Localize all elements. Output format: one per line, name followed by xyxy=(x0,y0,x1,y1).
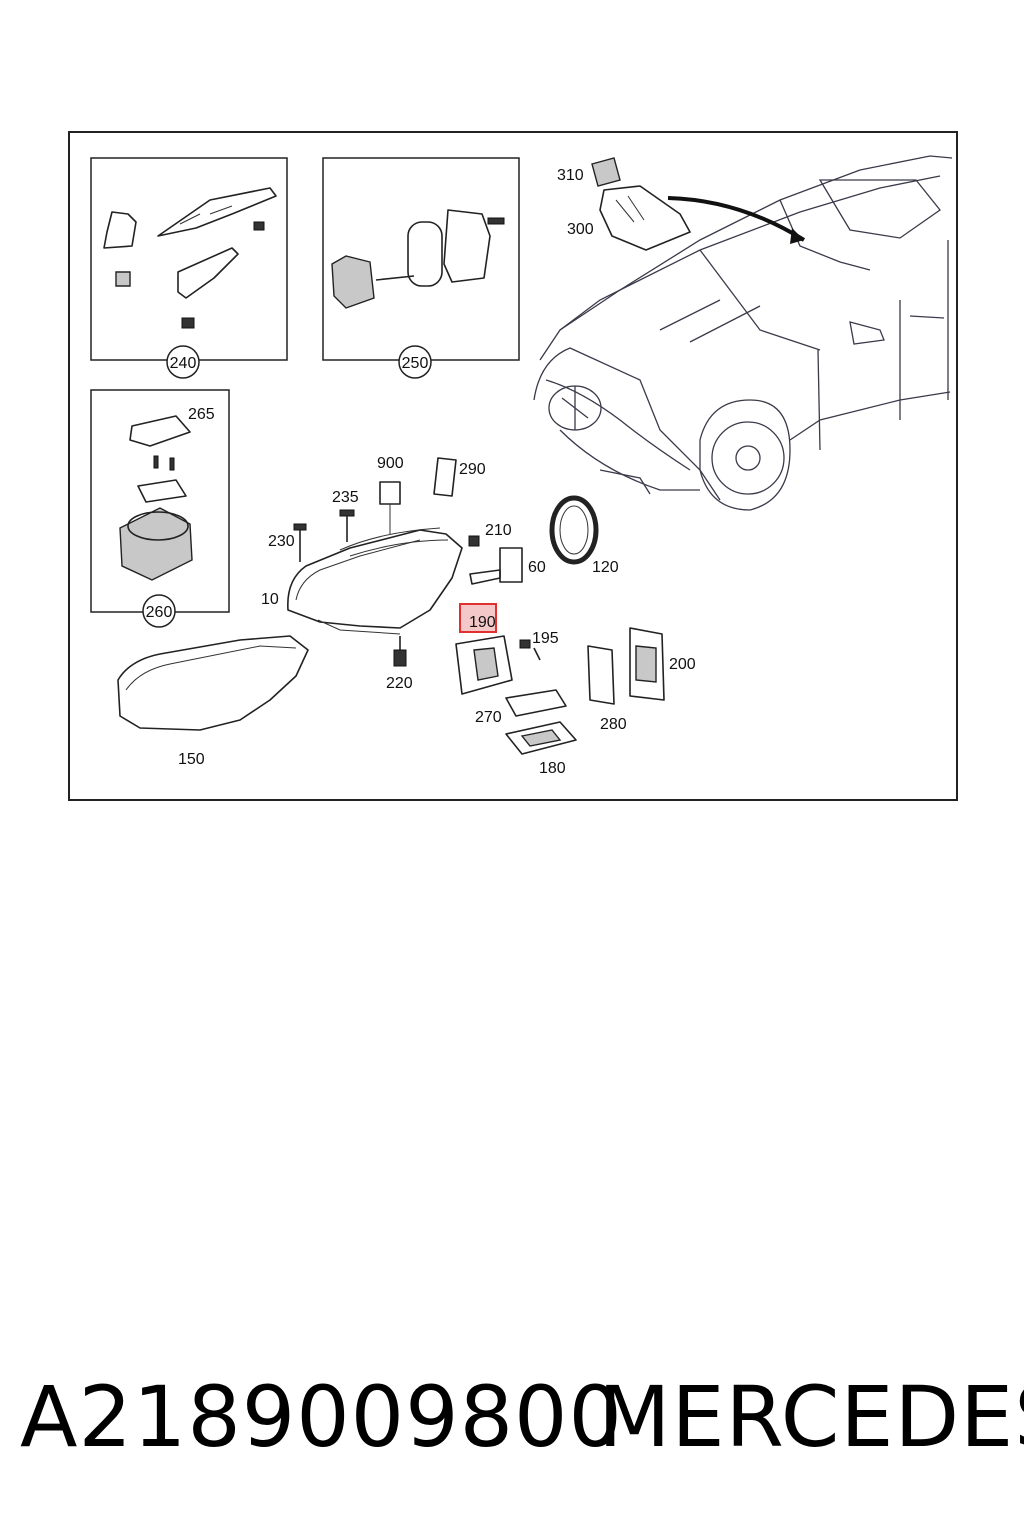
callout-230: 230 xyxy=(268,533,295,550)
callout-280: 280 xyxy=(600,716,627,733)
callout-260: 260 xyxy=(146,604,173,621)
gasket-280 xyxy=(587,645,615,705)
callout-120: 120 xyxy=(592,559,619,576)
bulb-60 xyxy=(469,547,523,585)
callout-150: 150 xyxy=(178,751,205,768)
highlight-190 xyxy=(459,603,497,633)
part-number: A2189009800 xyxy=(20,1368,623,1466)
callout-220: 220 xyxy=(386,675,413,692)
screw-220 xyxy=(393,636,407,667)
callout-235: 235 xyxy=(332,489,359,506)
parts-diagram: 240 250 260 265 xyxy=(68,131,958,801)
inset-260 xyxy=(90,389,230,613)
cover-ring-120 xyxy=(549,495,599,565)
callout-260-circle xyxy=(142,594,176,628)
callout-200: 200 xyxy=(669,656,696,673)
callout-60: 60 xyxy=(528,559,546,576)
screw-210 xyxy=(468,535,480,547)
callout-10: 10 xyxy=(261,591,279,608)
module-200 xyxy=(629,627,665,701)
headlamp-10 xyxy=(287,527,463,635)
callout-180: 180 xyxy=(539,760,566,777)
callout-210: 210 xyxy=(485,522,512,539)
callout-265: 265 xyxy=(188,406,215,423)
screw-235 xyxy=(339,509,355,542)
screw-195 xyxy=(519,639,541,661)
callout-310: 310 xyxy=(557,167,584,184)
ballast-180 xyxy=(505,721,577,755)
callout-250: 250 xyxy=(402,355,429,372)
callout-190: 190 xyxy=(469,614,496,631)
inset-240 xyxy=(90,157,288,361)
inset-250 xyxy=(322,157,520,361)
gasket-290 xyxy=(433,457,457,497)
callout-270: 270 xyxy=(475,709,502,726)
brand-name: MERCEDES xyxy=(598,1368,1024,1466)
diagram-frame xyxy=(68,131,958,801)
callout-240-circle xyxy=(166,345,200,379)
callout-300: 300 xyxy=(567,221,594,238)
control-unit-190 xyxy=(455,635,513,695)
callout-250-circle xyxy=(398,345,432,379)
product-caption: A2189009800 MERCEDES xyxy=(0,1368,1024,1478)
screw-230 xyxy=(293,523,307,562)
callout-290: 290 xyxy=(459,461,486,478)
callout-240: 240 xyxy=(170,355,197,372)
gasket-270 xyxy=(505,689,567,717)
housing-150 xyxy=(117,635,309,731)
car-illustration xyxy=(533,155,953,511)
connector-900 xyxy=(379,481,401,534)
callout-900: 900 xyxy=(377,455,404,472)
rain-sensor-parts xyxy=(591,157,806,251)
callout-195: 195 xyxy=(532,630,559,647)
